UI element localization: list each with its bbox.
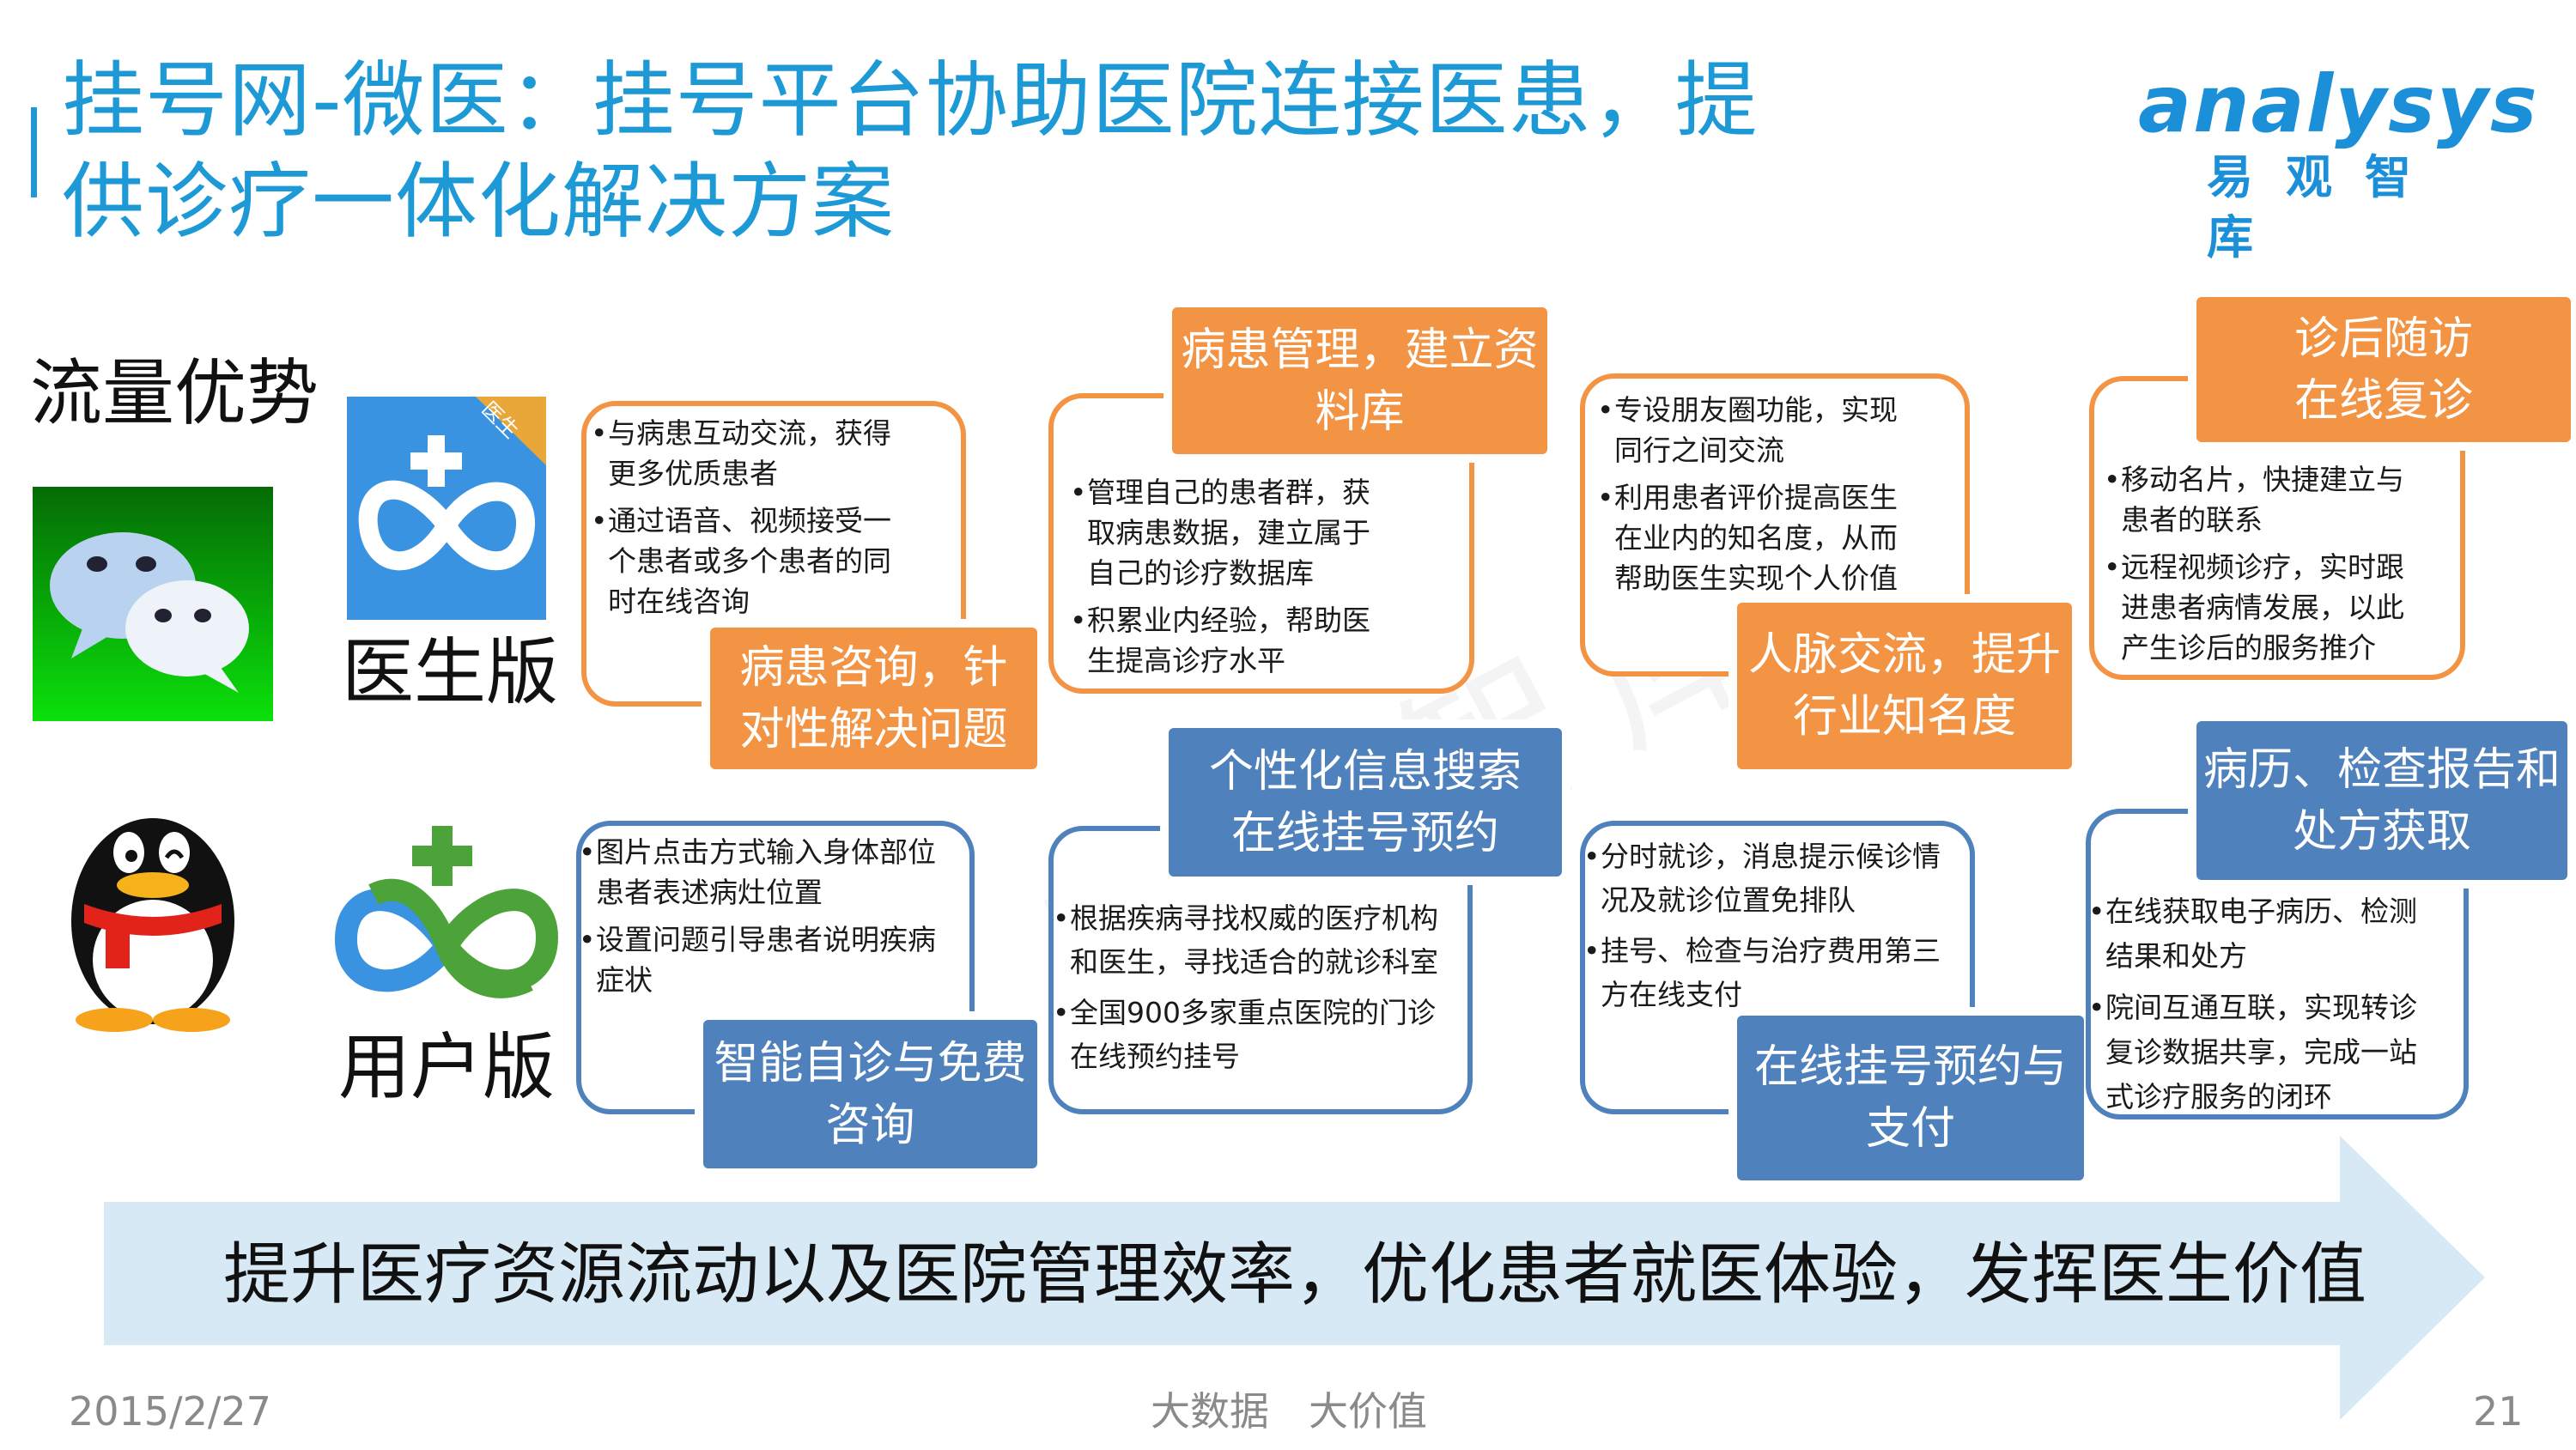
feature-text-consultation: 与病患互动交流，获得更多优质患者 通过语音、视频接受一个患者或多个患者的同时在线…	[591, 413, 907, 628]
user-version-label: 用户版	[338, 1025, 556, 1109]
feature-label-medical-records: 病历、检查报告和处方获取	[2196, 721, 2567, 880]
feature-bullet: 与病患互动交流，获得更多优质患者	[591, 413, 907, 494]
feature-bullet: 专设朋友圈功能，实现同行之间交流	[1597, 390, 1913, 470]
label-line: 个性化信息搜索	[1208, 745, 1522, 798]
label-line: 料库	[1315, 385, 1405, 438]
label-line: 病患咨询，针	[739, 641, 1008, 694]
feature-label-consultation: 病患咨询，针对性解决问题	[710, 628, 1037, 769]
label-line: 人脉交流，提升	[1747, 629, 2061, 681]
wechat-icon	[33, 487, 273, 721]
feature-bullet: 通过语音、视频接受一个患者或多个患者的同时在线咨询	[591, 501, 907, 622]
feature-text-medical-records: 在线获取电子病历、检测结果和处方 院间互通互联，实现转诊复诊数据共享，完成一站式…	[2088, 889, 2433, 1126]
footer-tagline: 大数据 大价值	[1151, 1388, 1427, 1435]
feature-bullet: 图片点击方式输入身体部位患者表述病灶位置	[579, 832, 951, 913]
feature-text-self-diagnosis: 图片点击方式输入身体部位患者表述病灶位置 设置问题引导患者说明疾病症状	[579, 832, 951, 1007]
feature-bullet: 管理自己的患者群，获取病患数据，建立属于自己的诊疗数据库	[1070, 472, 1386, 593]
footer-date: 2015/2/27	[69, 1388, 271, 1435]
doctor-version-label: 医生版	[342, 630, 559, 714]
title-line-1: 挂号网-微医：挂号平台协助医院连接医患，提	[62, 52, 1759, 149]
feature-bullet: 远程视频诊疗，实时跟进患者病情发展，以此产生诊后的服务推介	[2104, 547, 2420, 668]
label-line: 在线复诊	[2293, 374, 2473, 427]
feature-bullet: 全国900多家重点医院的门诊在线预约挂号	[1053, 991, 1455, 1078]
feature-bullet: 院间互通互联，实现转诊复诊数据共享，完成一站式诊疗服务的闭环	[2088, 986, 2433, 1119]
label-line: 对性解决问题	[739, 703, 1008, 755]
traffic-advantage-heading: 流量优势	[30, 351, 319, 435]
label-line: 处方获取	[2292, 805, 2471, 858]
title-accent-bar	[31, 107, 37, 197]
feature-bullet: 在线获取电子病历、检测结果和处方	[2088, 889, 2433, 979]
feature-label-booking-payment: 在线挂号预约与支付	[1737, 1016, 2084, 1180]
feature-bullet: 设置问题引导患者说明疾病症状	[579, 919, 951, 1000]
feature-bullet: 分时就诊，消息提示候诊情况及就诊位置免排队	[1583, 834, 1956, 922]
logo-en: analysys	[2138, 58, 2539, 150]
feature-bullet: 根据疾病寻找权威的医疗机构和医生，寻找适合的就诊科室	[1053, 896, 1455, 984]
analysys-logo: analysys 易观智库	[2138, 58, 2539, 265]
page-number: 21	[2473, 1388, 2524, 1435]
qq-penguin-icon	[71, 818, 234, 1032]
label-line: 咨询	[825, 1099, 915, 1151]
page-title: 挂号网-微医：挂号平台协助医院连接医患，提 供诊疗一体化解决方案	[62, 50, 1951, 252]
label-line: 支付	[1865, 1103, 1955, 1155]
feature-bullet: 利用患者评价提高医生在业内的知名度，从而帮助医生实现个人价值	[1597, 477, 1913, 598]
title-line-2: 供诊疗一体化解决方案	[62, 154, 895, 250]
label-line: 行业知名度	[1792, 691, 2016, 743]
feature-label-self-diagnosis: 智能自诊与免费咨询	[703, 1020, 1037, 1168]
label-line: 在线挂号预约	[1230, 807, 1499, 859]
feature-text-patient-management: 管理自己的患者群，获取病患数据，建立属于自己的诊疗数据库 积累业内经验，帮助医生…	[1070, 472, 1386, 688]
feature-label-follow-up: 诊后随访在线复诊	[2196, 297, 2571, 442]
feature-bullet: 积累业内经验，帮助医生提高诊疗水平	[1070, 600, 1386, 681]
doctor-app-icon	[347, 397, 546, 620]
feature-text-booking-payment: 分时就诊，消息提示候诊情况及就诊位置免排队 挂号、检查与治疗费用第三方在线支付	[1583, 834, 1956, 1023]
feature-label-patient-management: 病患管理，建立资料库	[1172, 307, 1547, 454]
label-line: 智能自诊与免费	[714, 1037, 1027, 1089]
slogan: 提升医疗资源流动以及医院管理效率，优化患者就医体验，发挥医生价值	[223, 1236, 2367, 1313]
label-line: 诊后随访	[2293, 312, 2473, 365]
logo-cn: 易观智库	[2207, 150, 2444, 264]
label-line: 在线挂号预约与	[1753, 1041, 2067, 1093]
feature-text-follow-up: 移动名片，快捷建立与患者的联系 远程视频诊疗，实时跟进患者病情发展，以此产生诊后…	[2104, 459, 2420, 675]
feature-text-networking: 专设朋友圈功能，实现同行之间交流 利用患者评价提高医生在业内的知名度，从而帮助医…	[1597, 390, 1913, 605]
feature-text-search-booking: 根据疾病寻找权威的医疗机构和医生，寻找适合的就诊科室 全国900多家重点医院的门…	[1053, 896, 1455, 1085]
feature-label-networking: 人脉交流，提升行业知名度	[1737, 603, 2072, 769]
user-app-icon	[335, 826, 559, 998]
feature-label-search-booking: 个性化信息搜索在线挂号预约	[1169, 728, 1562, 877]
label-line: 病患管理，建立资	[1181, 324, 1539, 376]
label-line: 病历、检查报告和	[2202, 743, 2561, 796]
feature-bullet: 挂号、检查与治疗费用第三方在线支付	[1583, 929, 1956, 1016]
feature-bullet: 移动名片，快捷建立与患者的联系	[2104, 459, 2420, 540]
